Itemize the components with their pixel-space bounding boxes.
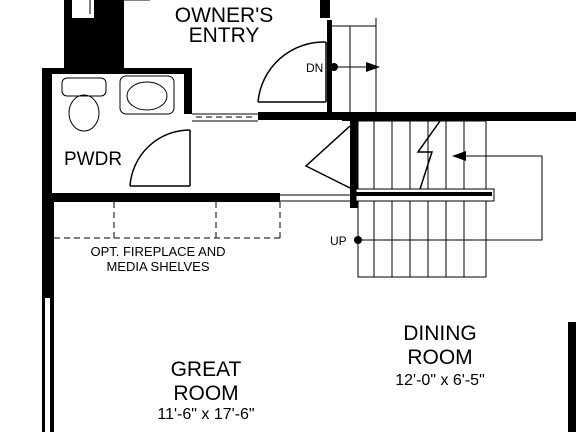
up-arrow-path bbox=[358, 155, 543, 241]
main-staircase bbox=[354, 120, 543, 278]
dashed-openings bbox=[192, 113, 350, 202]
stair-left-wall bbox=[350, 118, 358, 208]
pwdr-door bbox=[129, 129, 191, 187]
owners-entry-label-2: ENTRY bbox=[189, 24, 260, 47]
down-stairs bbox=[330, 18, 380, 112]
entry-door bbox=[257, 41, 327, 103]
great-name-2: ROOM bbox=[173, 382, 238, 405]
fireplace-wall bbox=[52, 193, 280, 202]
pwdr-right-wall-upper bbox=[184, 68, 192, 114]
sink bbox=[126, 81, 168, 111]
stair-door-swing bbox=[304, 125, 351, 189]
pwdr-fixtures bbox=[61, 75, 175, 132]
up-arrow-icon bbox=[452, 151, 466, 161]
entry-bottom-wall bbox=[258, 112, 352, 120]
down-arrow-icon bbox=[366, 62, 380, 72]
stair-rail bbox=[356, 192, 492, 196]
right-exterior-wall bbox=[568, 322, 576, 432]
entry-stair-divider bbox=[327, 20, 332, 112]
entry-right-wall-top bbox=[320, 0, 330, 18]
down-stair-dot bbox=[330, 63, 338, 71]
walls bbox=[42, 0, 576, 432]
toilet-bowl bbox=[68, 94, 100, 132]
fireplace-outline bbox=[54, 202, 281, 239]
pwdr-label: PWDR bbox=[64, 149, 122, 170]
stair-door bbox=[304, 125, 351, 189]
closet-details bbox=[89, 0, 150, 14]
pwdr-top-wall bbox=[42, 68, 190, 74]
upper-right-wall bbox=[342, 112, 576, 121]
fireplace-wall-right bbox=[192, 193, 280, 202]
dining-name-2: ROOM bbox=[407, 346, 472, 369]
closet-gap bbox=[72, 0, 94, 18]
owners-entry-label-1: OWNER'S bbox=[175, 4, 274, 27]
dining-name-1: DINING bbox=[403, 322, 477, 345]
up-stair-label: UP bbox=[330, 234, 347, 248]
vanity bbox=[119, 75, 175, 115]
stair-wall-stub bbox=[350, 186, 358, 208]
stair-break-line bbox=[416, 120, 441, 190]
up-stair-dot bbox=[354, 236, 362, 244]
fireplace-label-1: OPT. FIREPLACE AND bbox=[90, 244, 225, 259]
great-dimension: 11'-6" x 17'-6" bbox=[157, 406, 254, 423]
pwdr-left-wall bbox=[42, 68, 52, 196]
down-stair-label: DN bbox=[306, 61, 323, 75]
fireplace-label-2: MEDIA SHELVES bbox=[106, 259, 209, 274]
dining-dimension: 12'-0" x 6'-5" bbox=[395, 372, 485, 389]
left-window-gap bbox=[45, 298, 50, 432]
great-name-1: GREAT bbox=[171, 358, 242, 381]
toilet-tank bbox=[61, 77, 107, 97]
